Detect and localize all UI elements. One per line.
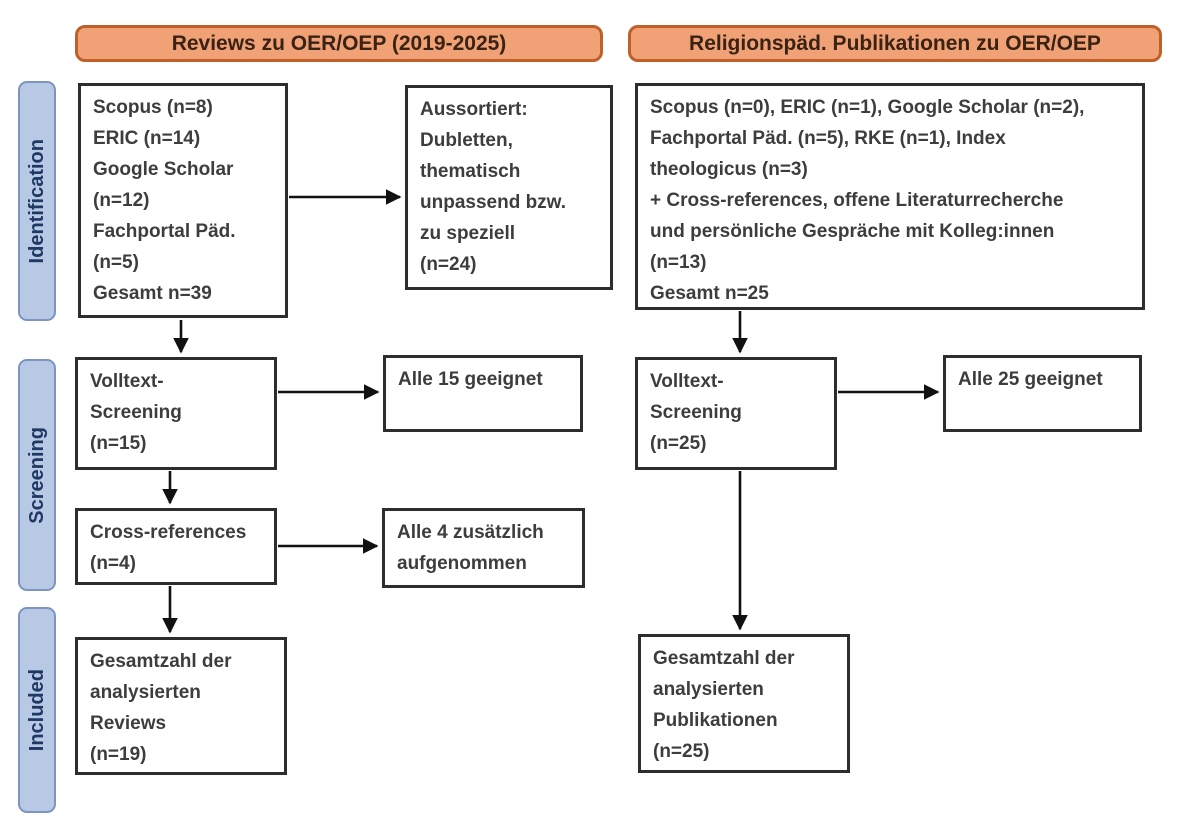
stage-label-identification-text: Identification: [25, 138, 48, 264]
box-right-included-total: Gesamtzahl der analysierten Publikatione…: [638, 634, 850, 773]
box-left-crossreferences-result: Alle 4 zusätzlich aufgenommen: [382, 508, 585, 588]
box-left-fulltext-screening: Volltext- Screening (n=15): [75, 357, 277, 470]
box-left-sources: Scopus (n=8) ERIC (n=14) Google Scholar …: [78, 83, 288, 318]
column-header-religionspaed-label: Religionspäd. Publikationen zu OER/OEP: [689, 31, 1101, 55]
stage-label-included: Included: [18, 607, 56, 813]
stage-label-screening: Screening: [18, 359, 56, 591]
box-left-included-total: Gesamtzahl der analysierten Reviews (n=1…: [75, 637, 287, 775]
stage-label-identification: Identification: [18, 81, 56, 321]
column-header-reviews: Reviews zu OER/OEP (2019-2025): [75, 25, 603, 62]
box-right-sources: Scopus (n=0), ERIC (n=1), Google Scholar…: [635, 83, 1145, 310]
box-right-fulltext-screening: Volltext- Screening (n=25): [635, 357, 837, 470]
box-left-crossreferences: Cross-references (n=4): [75, 508, 277, 585]
column-header-reviews-label: Reviews zu OER/OEP (2019-2025): [171, 31, 507, 55]
stage-label-included-text: Included: [25, 668, 48, 752]
box-left-excluded: Aussortiert: Dubletten, thematisch unpas…: [405, 85, 613, 290]
stage-label-screening-text: Screening: [25, 426, 48, 524]
box-left-screening-result: Alle 15 geeignet: [383, 355, 583, 432]
column-header-religionspaed: Religionspäd. Publikationen zu OER/OEP: [628, 25, 1162, 62]
box-right-screening-result: Alle 25 geeignet: [943, 355, 1142, 432]
